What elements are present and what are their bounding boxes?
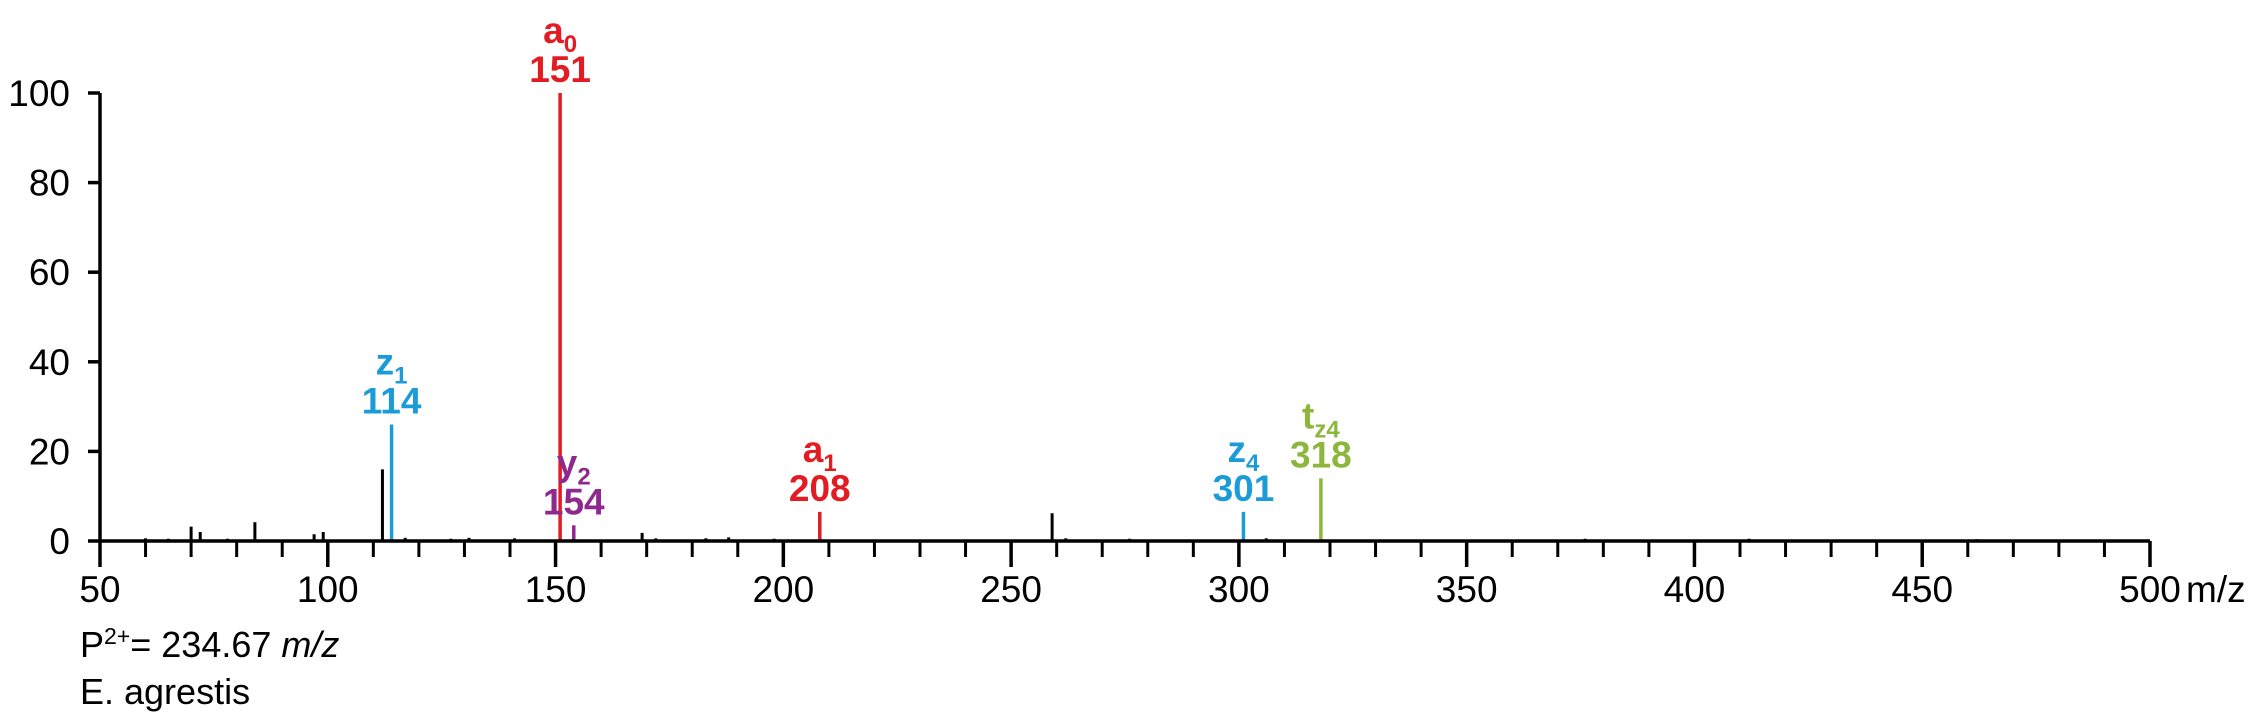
x-tick-label-500: 500 <box>2119 569 2181 610</box>
y-tick-label-40: 40 <box>29 342 70 383</box>
x-tick-label-200: 200 <box>752 569 814 610</box>
peak-label-114: 114 <box>362 381 422 422</box>
x-tick-label-400: 400 <box>1664 569 1726 610</box>
ion-label-z1: z1 <box>376 342 408 390</box>
peak-label-318: 318 <box>1290 434 1352 475</box>
x-tick-label-150: 150 <box>525 569 587 610</box>
x-tick-label-300: 300 <box>1208 569 1270 610</box>
peak-label-208: 208 <box>789 468 851 509</box>
precursor-prefix: P <box>80 624 105 665</box>
ion-label-y2: y2 <box>557 442 591 490</box>
ion-label-tz4: tz4 <box>1302 395 1340 443</box>
y-tick-label-0: 0 <box>49 521 70 562</box>
precursor-unit: m/z <box>281 624 340 665</box>
x-axis-unit-label: m/z <box>2186 569 2246 610</box>
x-tick-label-450: 450 <box>1891 569 1953 610</box>
x-tick-label-100: 100 <box>297 569 359 610</box>
precursor-charge: 2+ <box>104 623 131 649</box>
precursor-value: = 234.67 <box>130 624 282 665</box>
y-tick-label-60: 60 <box>29 252 70 293</box>
ion-label-a1: a1 <box>803 429 837 477</box>
ion-label-z4: z4 <box>1228 429 1261 477</box>
x-tick-label-350: 350 <box>1436 569 1498 610</box>
x-tick-label-50: 50 <box>79 569 120 610</box>
x-tick-label-250: 250 <box>980 569 1042 610</box>
y-tick-label-20: 20 <box>29 431 70 472</box>
peak-label-154: 154 <box>543 481 605 522</box>
y-tick-label-80: 80 <box>29 163 70 204</box>
peak-label-301: 301 <box>1213 468 1275 509</box>
y-tick-label-100: 100 <box>8 73 70 114</box>
species-label: E. agrestis <box>80 671 251 712</box>
ion-label-a0: a0 <box>543 10 577 58</box>
precursor-annotation: P2+= 234.67 m/z <box>80 624 340 665</box>
peak-label-151: 151 <box>529 49 591 90</box>
